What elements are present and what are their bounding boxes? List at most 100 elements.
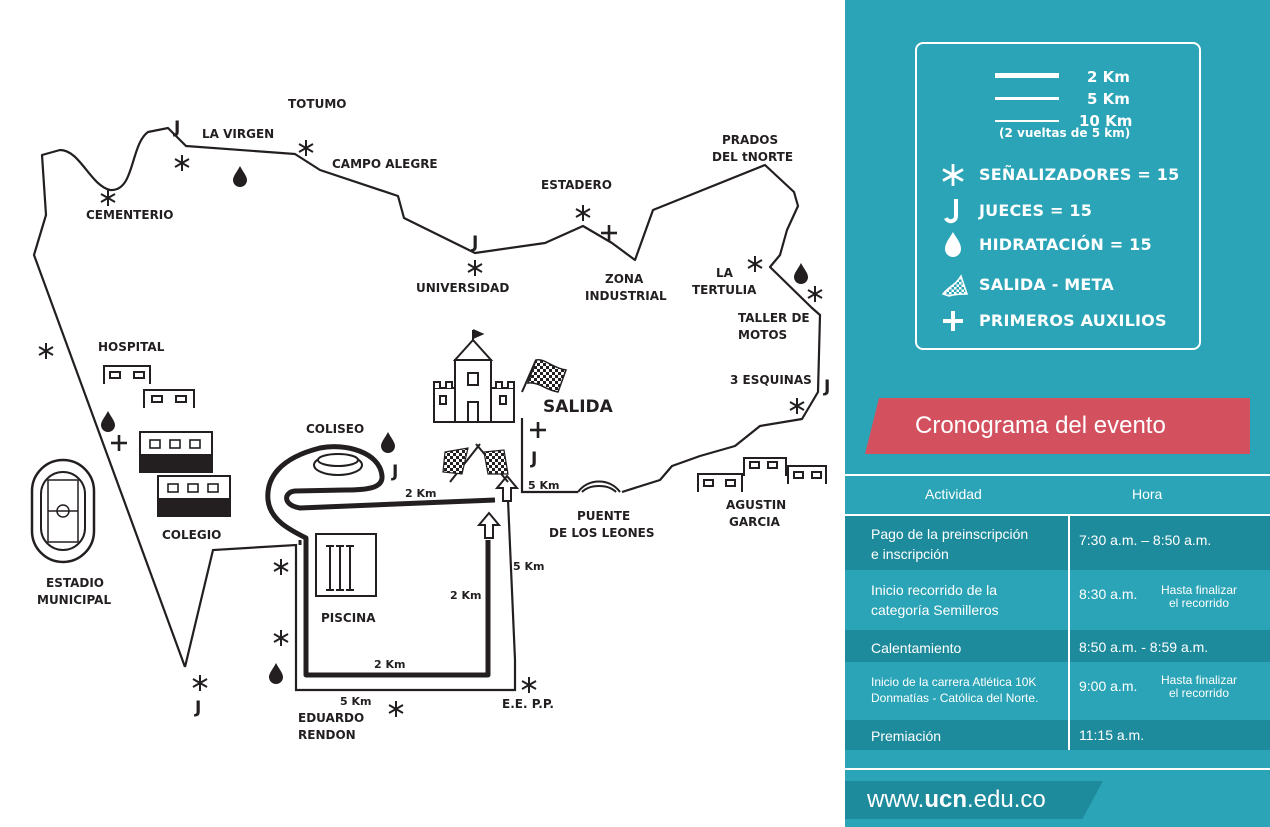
pool-icon (315, 533, 377, 597)
label-hospital: HOSPITAL (98, 340, 165, 354)
label-industrial: INDUSTRIAL (585, 289, 667, 303)
website-link-bar[interactable]: www.ucn.edu.co (845, 781, 1103, 819)
distance-label: 2 Km (405, 487, 436, 500)
legend-item-label: HIDRATACIÓN = 15 (979, 235, 1152, 254)
label-municipal: MUNICIPAL (37, 593, 111, 607)
label-eduardo: EDUARDO (298, 711, 364, 725)
website-link[interactable]: www.ucn.edu.co (867, 786, 1046, 814)
checkered-flag-icon (941, 274, 969, 297)
legend-item-primeros-auxilios: PRIMEROS AUXILIOS (939, 308, 1199, 334)
activity-cell: Pago de la preinscripción e inscripción (871, 524, 1028, 564)
table-row: Inicio de la carrera Atlética 10K Donmat… (845, 664, 1270, 718)
route-2km (265, 444, 496, 678)
legend-item-label: SEÑALIZADORES = 15 (979, 165, 1180, 184)
activity-line: Donmatías - Católica del Norte. (871, 691, 1039, 705)
distance-label: 5 Km (528, 479, 559, 492)
asterisk-icon (747, 255, 763, 273)
table-row: Premiación 11:15 a.m. (845, 720, 1270, 750)
label-piscina: PISCINA (321, 611, 376, 625)
label-eepp: E.E. P.P. (502, 697, 554, 711)
legend-item-senalizadores: SEÑALIZADORES = 15 (939, 162, 1199, 188)
line-thick-swatch (995, 73, 1059, 78)
time-note-line: Hasta finalizar (1160, 583, 1238, 597)
judge-j-icon: J (391, 462, 398, 482)
checkered-flag-icon (521, 359, 568, 393)
activity-line: e inscripción (871, 546, 949, 562)
hospital-icon (103, 365, 195, 408)
school-icon (139, 431, 231, 517)
line-thin-swatch (995, 120, 1059, 122)
legend-line-2km: 2 Km (995, 68, 1195, 90)
arrow-up-icon (476, 511, 502, 539)
label-de-los-leones: DE LOS LEONES (549, 526, 655, 540)
houses-icon (697, 457, 827, 492)
table-row: Pago de la preinscripción e inscripción … (845, 516, 1270, 570)
route-10km-return (183, 499, 517, 692)
time-cell: 11:15 a.m. (1079, 727, 1145, 743)
distance-label: 2 Km (374, 658, 405, 671)
crossed-flags-icon (442, 443, 509, 483)
legend-item-salida-meta: SALIDA - META (939, 272, 1199, 298)
label-salida: SALIDA (543, 397, 614, 417)
time-note: Hasta finalizar el recorrido (1149, 674, 1249, 700)
url-brand: ucn (924, 786, 968, 813)
water-drop-icon (945, 232, 961, 257)
label-zona: ZONA (605, 272, 644, 286)
route-map: J J J J J J TOTUMO LA VIRGEN CAMPO ALEGR… (30, 97, 830, 742)
plus-icon (943, 311, 963, 331)
time-cell: 8:50 a.m. - 8:59 a.m. (1079, 639, 1209, 655)
activity-cell: Inicio de la carrera Atlética 10K Donmat… (871, 674, 1038, 706)
url-prefix: www. (867, 786, 925, 813)
asterisk-icon (789, 397, 805, 415)
legend-item-hidratacion: HIDRATACIÓN = 15 (939, 232, 1199, 258)
label-del-norte: DEL tNORTE (712, 150, 793, 164)
stadium-icon (30, 458, 96, 564)
plus-icon (528, 420, 548, 440)
activity-line: Inicio recorrido de la (871, 582, 998, 598)
label-tertulia: TERTULIA (692, 283, 757, 297)
asterisk-icon (174, 154, 190, 172)
plus-icon (109, 433, 129, 453)
time-note-line: el recorrido (1168, 596, 1230, 610)
judge-j-icon: J (823, 377, 830, 397)
asterisk-icon (273, 558, 289, 576)
time-cell: 7:30 a.m. – 8:50 a.m. (1079, 532, 1212, 548)
url-suffix: .edu.co (967, 786, 1046, 813)
route-to-bridge (520, 418, 578, 494)
label-coliseo: COLISEO (306, 422, 364, 436)
asterisk-icon (521, 676, 537, 694)
water-drop-icon (269, 663, 283, 684)
legend-line-label: 2 Km (1087, 68, 1130, 86)
water-drop-icon (381, 432, 395, 453)
water-drop-icon (233, 166, 247, 187)
label-3-esquinas: 3 ESQUINAS (730, 373, 812, 387)
legend-item-jueces: JUECES = 15 (939, 198, 1199, 224)
table-row: Calentamiento 8:50 a.m. - 8:59 a.m. (845, 630, 1270, 662)
time-note-line: Hasta finalizar (1160, 673, 1238, 687)
asterisk-icon (100, 189, 116, 207)
label-estadio: ESTADIO (46, 576, 104, 590)
legend-item-label: SALIDA - META (979, 275, 1115, 294)
legend-line-label: 5 Km (1087, 90, 1130, 108)
divider (845, 514, 1270, 516)
activity-line: Inicio de la carrera Atlética 10K (871, 675, 1037, 689)
asterisk-icon (388, 700, 404, 718)
asterisk-icon (298, 139, 314, 157)
time-cell: 8:30 a.m. (1079, 586, 1138, 602)
time-cell: 9:00 a.m. (1079, 678, 1138, 694)
legend-line-label: 10 Km (1079, 112, 1133, 130)
label-puente: PUENTE (577, 509, 630, 523)
label-universidad: UNIVERSIDAD (416, 281, 509, 295)
asterisk-icon (38, 342, 54, 360)
bridge-icon (577, 480, 621, 493)
legend-item-label: PRIMEROS AUXILIOS (979, 311, 1167, 330)
table-row: Inicio recorrido de la categoría Semille… (845, 572, 1270, 628)
coliseo-icon (313, 453, 363, 476)
legend-note: (2 vueltas de 5 km) (999, 126, 1131, 140)
time-note-line: el recorrido (1168, 686, 1230, 700)
label-taller: TALLER DE (738, 311, 810, 325)
judge-j-icon: J (530, 449, 537, 469)
label-motos: MOTOS (738, 328, 787, 342)
activity-cell: Inicio recorrido de la categoría Semille… (871, 580, 999, 620)
water-drop-icon (101, 411, 115, 432)
